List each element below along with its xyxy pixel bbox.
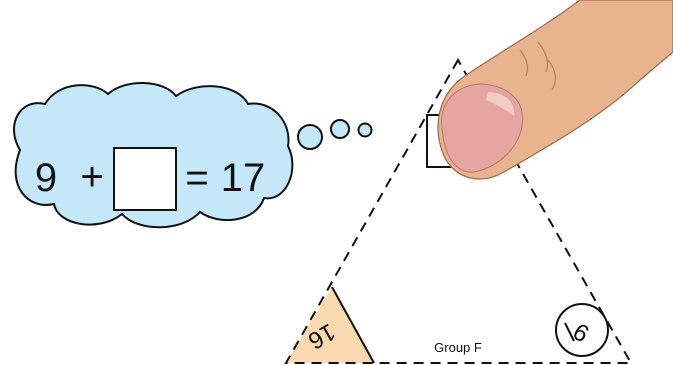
right-corner-circle	[555, 303, 609, 357]
finger-icon	[437, 0, 673, 180]
answer-box[interactable]	[113, 147, 177, 211]
triangle-outline	[284, 57, 633, 364]
left-operand: 9	[35, 156, 57, 200]
result-number: 17	[221, 156, 266, 200]
knuckle-crease-2	[537, 41, 549, 73]
thought-dot-large	[297, 124, 323, 150]
right-corner-underline	[564, 322, 575, 342]
plus-sign: +	[80, 155, 103, 199]
left-corner-shade	[286, 287, 374, 363]
left-corner-divider	[331, 286, 375, 364]
equals-sign: =	[185, 156, 208, 200]
thought-dot-small	[357, 122, 373, 138]
thought-dot-medium	[330, 119, 350, 139]
nail-highlight	[486, 92, 515, 116]
equation: 9 + = 17	[35, 147, 266, 211]
knuckle-crease-3	[547, 59, 557, 91]
knuckle-crease-1	[519, 49, 529, 77]
group-label: Group F	[434, 340, 482, 355]
